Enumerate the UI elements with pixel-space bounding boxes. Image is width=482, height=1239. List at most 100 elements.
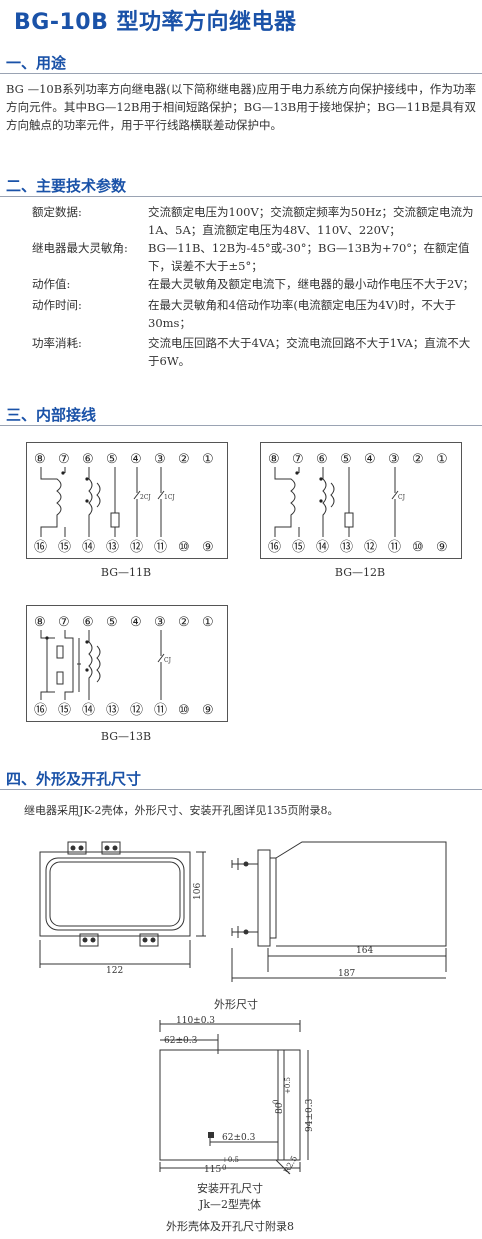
terminal-3: ③: [154, 615, 166, 630]
param-row-power: 功率消耗: 交流电压回路不大于4VA；交流电流回路不大于1VA；直流不大于6W。: [32, 334, 476, 370]
terminal-6: ⑥: [82, 615, 94, 630]
terminal-8: ⑧: [268, 452, 280, 467]
terminal-11: ⑪: [154, 703, 167, 718]
terminal-1: ①: [436, 452, 448, 467]
terminal-5: ⑤: [340, 452, 352, 467]
diagram-label-13b: BG—13B: [100, 730, 152, 743]
terminal-2: ②: [412, 452, 424, 467]
coil-network: [274, 467, 399, 537]
caption-cutout: 安装开孔尺寸: [197, 1182, 263, 1195]
dim-cut-radius: R2.5: [282, 1154, 299, 1175]
terminal-7: ⑦: [58, 452, 70, 467]
param-row-rated: 额定数据: 交流额定电压为100V；交流额定频率为50Hz；交流额定电流为1A、…: [32, 203, 476, 239]
dim-cut-bottom-inner: 62±0.3: [222, 1133, 256, 1143]
diagram-label-12b: BG—12B: [334, 566, 386, 579]
terminal-14: ⑭: [316, 540, 329, 555]
terminal-15: ⑮: [58, 703, 71, 718]
terminal-1: ①: [202, 615, 214, 630]
terminal-7: ⑦: [292, 452, 304, 467]
dim-cut-right-tol-lower: 0: [272, 1100, 280, 1104]
param-row-angle: 继电器最大灵敏角: BG—11B、12B为-45°或-30°；BG—13B为+7…: [32, 239, 476, 275]
terminal-16: ⑯: [268, 540, 281, 555]
param-value: 交流额定电压为100V；交流额定频率为50Hz；交流额定电流为1A、5A；直流额…: [148, 205, 474, 237]
param-value: 交流电压回路不大于4VA；交流电流回路不大于1VA；直流不大于6W。: [148, 336, 471, 368]
dim-front-width: 122: [106, 966, 123, 976]
terminal-13: ⑬: [106, 703, 119, 718]
contact-label-cj: CJ: [398, 494, 406, 501]
param-row-time: 动作时间: 在最大灵敏角和4倍动作功率(电流额定电压为4V)时，不大于30ms；: [32, 296, 476, 332]
dim-cut-bottom-tol-lower: 0: [222, 1164, 226, 1172]
terminal-10: ⑩: [178, 540, 190, 555]
terminal-11: ⑪: [388, 540, 401, 555]
terminal-2: ②: [178, 615, 190, 630]
contact-label-cj: CJ: [164, 657, 172, 664]
param-value: 在最大灵敏角及额定电流下，继电器的最小动作电压不大于2V；: [148, 277, 475, 291]
terminal-3: ③: [388, 452, 400, 467]
terminal-5: ⑤: [106, 452, 118, 467]
dim-cut-right-inner: 80: [275, 1102, 285, 1114]
terminal-11: ⑪: [154, 540, 167, 555]
param-label: 动作时间:: [32, 298, 82, 312]
contact-label-2cj: 2CJ: [140, 494, 151, 501]
cutout-drawing: 110±0.3 62±0.3 62±0.3 115 +0.5 0 80 +0.5…: [159, 1016, 315, 1175]
terminal-10: ⑩: [178, 703, 190, 718]
terminal-16: ⑯: [34, 703, 47, 718]
dimension-note: 继电器采用JK-2壳体，外形尺寸、安装开孔图详见135页附录8。: [24, 804, 339, 817]
coil-network: [40, 467, 165, 537]
terminal-7: ⑦: [58, 615, 70, 630]
param-value: 在最大灵敏角和4倍动作功率(电流额定电压为4V)时，不大于30ms；: [148, 298, 456, 330]
dim-side-depth: 164: [356, 946, 373, 956]
terminal-15: ⑮: [58, 540, 71, 555]
page-title: BG-10B 型功率方向继电器: [14, 10, 297, 35]
terminal-12: ⑫: [364, 540, 377, 555]
dim-cut-top-inner: 62±0.3: [164, 1036, 198, 1046]
terminal-2: ②: [178, 452, 190, 467]
section-divider: [0, 425, 482, 426]
terminal-12: ⑫: [130, 540, 143, 555]
terminal-8: ⑧: [34, 452, 46, 467]
caption-outline: 外形尺寸: [214, 998, 258, 1011]
terminal-13: ⑬: [106, 540, 119, 555]
dim-cut-bottom-outer: 115: [204, 1165, 221, 1175]
dim-cut-bottom-tol-upper: +0.5: [222, 1156, 239, 1164]
side-view-drawing: 164 187: [231, 841, 447, 982]
terminal-5: ⑤: [106, 615, 118, 630]
wiring-diagram-11b: ⑧ ⑦ ⑥ ⑤ ④ ③ ② ① ⑯ ⑮ ⑭ ⑬ ⑫ ⑪ ⑩ ⑨: [26, 442, 228, 559]
dim-cut-top: 110±0.3: [176, 1016, 215, 1026]
terminal-4: ④: [364, 452, 376, 467]
terminal-14: ⑭: [82, 703, 95, 718]
terminal-9: ⑨: [436, 540, 448, 555]
dim-cut-right-tol-upper: +0.5: [284, 1077, 292, 1094]
param-label: 功率消耗:: [32, 336, 82, 350]
param-value: BG—11B、12B为-45°或-30°；BG—13B为+70°；在额定值下，误…: [148, 241, 470, 273]
dim-side-total: 187: [338, 969, 355, 979]
section-divider: [0, 196, 482, 197]
terminal-3: ③: [154, 452, 166, 467]
terminal-10: ⑩: [412, 540, 424, 555]
terminal-12: ⑫: [130, 703, 143, 718]
section-heading-dimensions: 四、外形及开孔尺寸: [6, 770, 142, 788]
caption-appendix: 外形壳体及开孔尺寸附录8: [166, 1220, 294, 1233]
caption-shell: Jk—2型壳体: [198, 1198, 262, 1211]
coil-network: [40, 630, 165, 700]
terminal-4: ④: [130, 615, 142, 630]
front-view-drawing: 106 122: [39, 841, 206, 976]
wiring-svg-11b: ⑧ ⑦ ⑥ ⑤ ④ ③ ② ① ⑯ ⑮ ⑭ ⑬ ⑫ ⑪ ⑩ ⑨: [34, 452, 214, 555]
section-heading-usage: 一、用途: [6, 54, 67, 72]
section-divider: [0, 789, 482, 790]
terminal-4: ④: [130, 452, 142, 467]
param-label: 继电器最大灵敏角:: [32, 241, 128, 255]
terminal-16: ⑯: [34, 540, 47, 555]
param-row-pickup: 动作值: 在最大灵敏角及额定电流下，继电器的最小动作电压不大于2V；: [32, 275, 476, 293]
diagram-label-11b: BG—11B: [100, 566, 152, 579]
terminal-6: ⑥: [82, 452, 94, 467]
terminal-13: ⑬: [340, 540, 353, 555]
terminal-8: ⑧: [34, 615, 46, 630]
section-heading-wiring: 三、内部接线: [6, 406, 97, 424]
param-label: 额定数据:: [32, 205, 82, 219]
dim-cut-right-outer: 94±0.3: [305, 1098, 315, 1132]
terminal-14: ⑭: [82, 540, 95, 555]
terminal-9: ⑨: [202, 703, 214, 718]
terminal-9: ⑨: [202, 540, 214, 555]
dim-front-height: 106: [193, 883, 203, 900]
